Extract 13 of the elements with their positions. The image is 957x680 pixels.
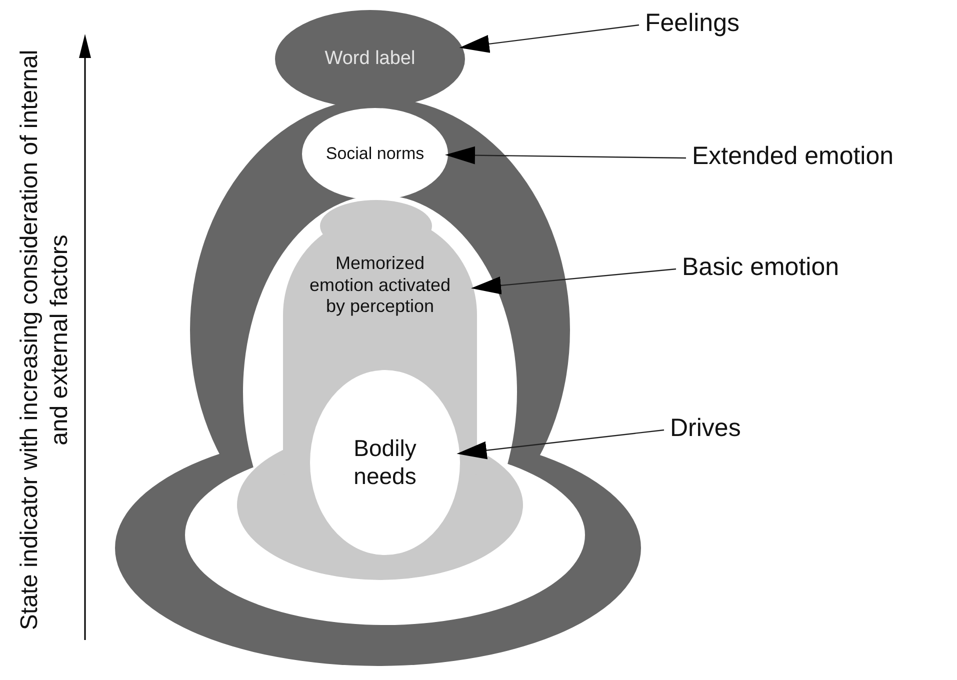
node-text: Bodily needs xyxy=(352,434,418,490)
callout-label: Basic emotion xyxy=(682,252,840,282)
callout-label: Feelings xyxy=(645,8,740,38)
node-text: Social norms xyxy=(326,144,424,164)
node-text: Word label xyxy=(324,48,416,70)
axis-label: State indicator with increasing consideration of internal and external factors xyxy=(15,48,74,632)
callout-label: Extended emotion xyxy=(692,141,894,171)
arrow xyxy=(444,146,686,164)
arrow xyxy=(459,24,640,53)
callout-label: Drives xyxy=(670,413,741,443)
arrow xyxy=(456,429,664,460)
node-text: Memorized emotion activated by perception xyxy=(308,253,452,318)
arrow xyxy=(471,268,676,294)
